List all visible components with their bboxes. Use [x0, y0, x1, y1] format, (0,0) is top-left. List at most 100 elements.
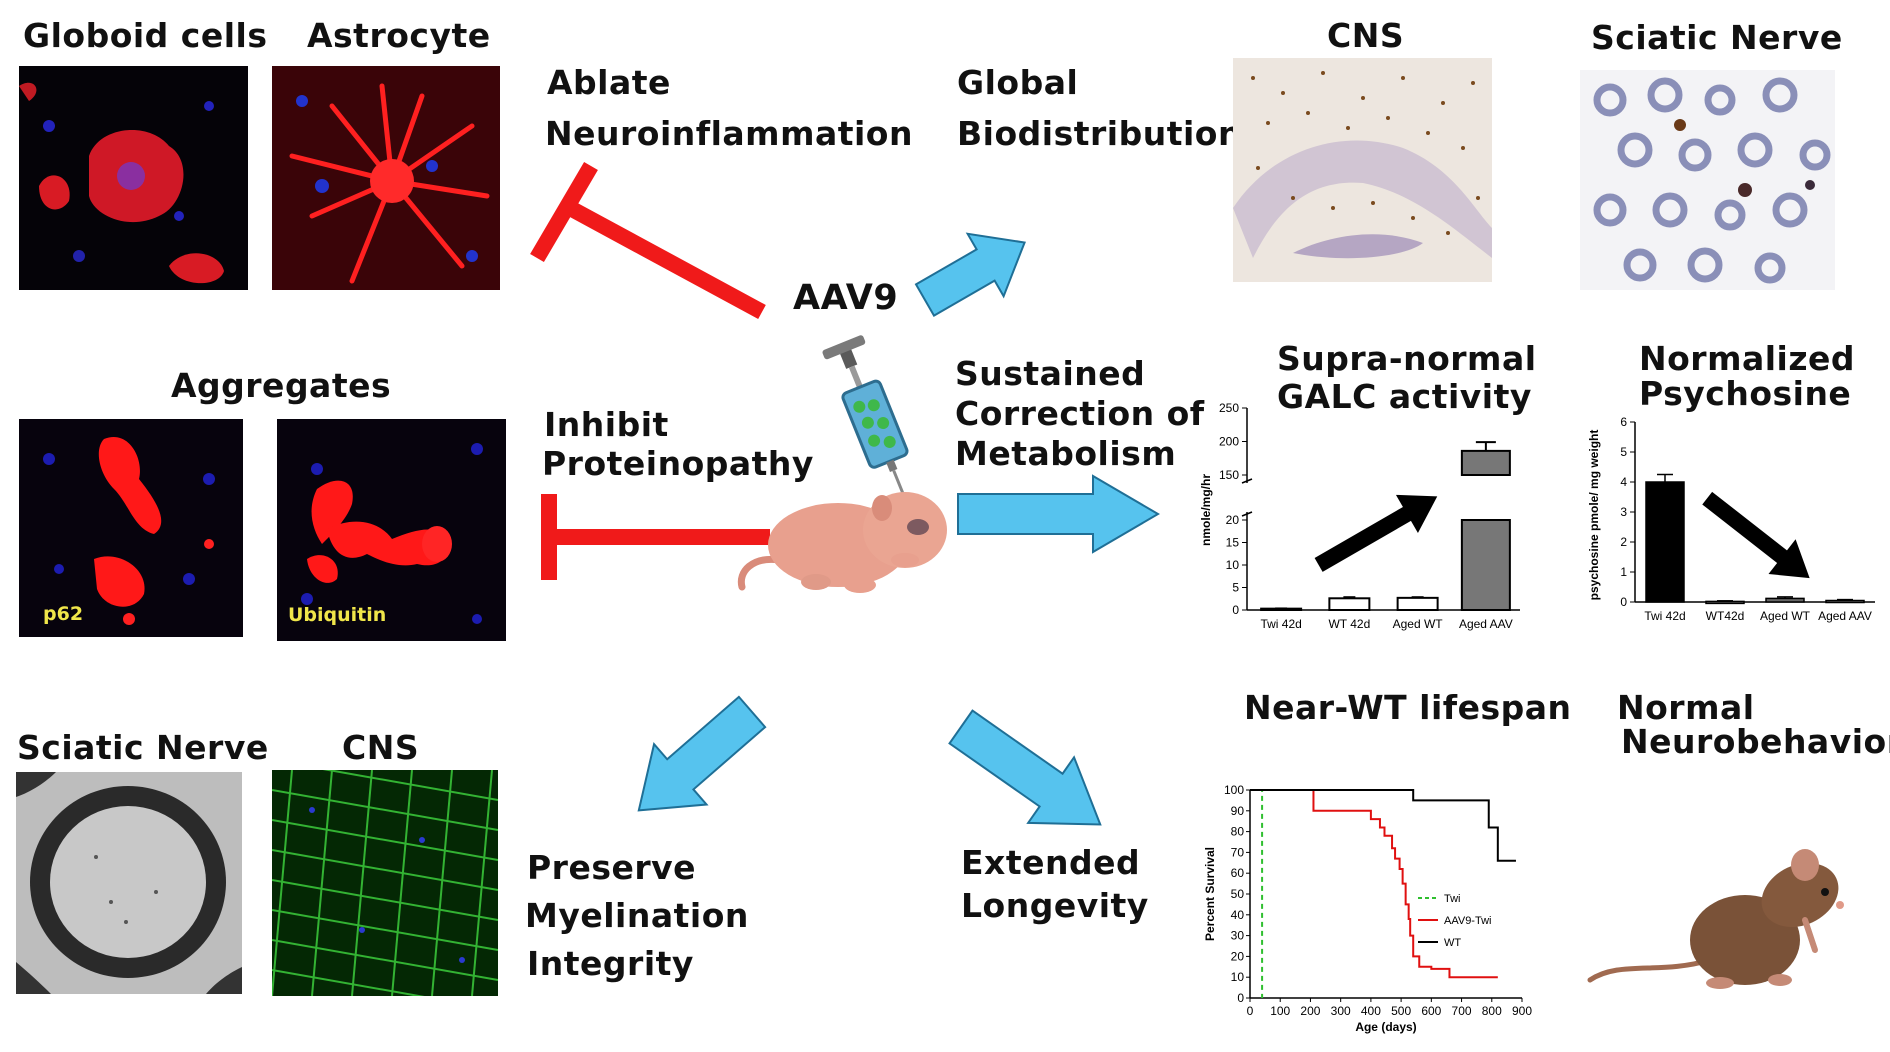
- surv-ytick-label: 50: [1231, 887, 1245, 901]
- surv-ytick-label: 60: [1231, 866, 1245, 880]
- p62-inset-label: p62: [43, 603, 84, 625]
- label-sciatic-nerve-top: Sciatic Nerve: [1591, 18, 1843, 57]
- surv-xtick-label: 0: [1247, 1004, 1254, 1018]
- psy-bar: [1645, 481, 1685, 603]
- psy-trend-down-arrow: [1702, 491, 1810, 579]
- psy-xtick-label: Twi 42d: [1644, 609, 1685, 623]
- surv-ytick-label: 100: [1224, 783, 1244, 797]
- arrow-preserve-myelination: [637, 695, 767, 812]
- galc-ytick-label: 5: [1232, 581, 1239, 595]
- label-extended: Extended: [961, 843, 1141, 882]
- psy-bar: [1765, 597, 1805, 603]
- galc-ytick-label: 200: [1219, 435, 1239, 449]
- inhibit-neuroinflammation-arrow: [530, 161, 766, 320]
- surv-y-axis-label: Percent Survival: [1203, 847, 1217, 941]
- label-biodistribution: Biodistribution: [957, 114, 1242, 153]
- label-ablate: Ablate: [547, 63, 671, 102]
- label-globoid-cells: Globoid cells: [23, 16, 268, 55]
- arrow-global-biodistribution: [914, 232, 1026, 317]
- surv-xtick-label: 400: [1361, 1004, 1381, 1018]
- label-preserve: Preserve: [527, 848, 697, 887]
- galc-ytick-label: 20: [1226, 513, 1240, 527]
- galc-bar-upper-segment: [1460, 449, 1511, 476]
- cns-biodistribution-image: [1233, 58, 1492, 282]
- ubiquitin-aggregates-image: Ubiquitin: [277, 419, 506, 641]
- surv-xtick-label: 300: [1331, 1004, 1351, 1018]
- surv-legend-label: WT: [1444, 937, 1461, 949]
- label-correction-of: Correction of: [955, 394, 1205, 433]
- psy-ytick-label: 2: [1620, 535, 1627, 549]
- label-global: Global: [957, 63, 1079, 102]
- label-neurobehavior: Neurobehavior: [1621, 722, 1890, 761]
- label-sustained: Sustained: [955, 354, 1146, 393]
- galc-ytick-label: 250: [1219, 401, 1239, 415]
- surv-ytick-label: 30: [1231, 929, 1245, 943]
- galc-bar: [1328, 597, 1371, 611]
- galc-ytick-label: 0: [1232, 603, 1239, 617]
- surv-series-line: [1250, 789, 1516, 862]
- psy-y-axis-label: psychosine pmole/ mg weight: [1587, 430, 1601, 601]
- galc-ytick-label: 150: [1219, 468, 1239, 482]
- galc-title-line2: GALC activity: [1277, 377, 1532, 416]
- p62-aggregates-image: p62: [19, 419, 243, 637]
- surv-xtick-label: 100: [1270, 1004, 1290, 1018]
- galc-y-axis-label: nmole/mg/hr: [1199, 474, 1213, 546]
- arrow-extended-longevity: [948, 709, 1102, 826]
- label-proteinopathy: Proteinopathy: [542, 444, 814, 483]
- galc-axis-break-lower: [1241, 511, 1253, 517]
- galc-xtick-label: Aged AAV: [1459, 617, 1513, 631]
- label-aggregates: Aggregates: [171, 366, 392, 405]
- adult-mouse-icon: [1587, 849, 1844, 989]
- psy-ytick-label: 6: [1620, 415, 1627, 429]
- label-normal: Normal: [1617, 688, 1755, 727]
- psychosine-title-line2: Psychosine: [1639, 374, 1852, 413]
- galc-axis-break-upper: [1241, 478, 1253, 484]
- inhibit-proteinopathy-arrow: [541, 494, 770, 580]
- surv-xtick-label: 700: [1452, 1004, 1472, 1018]
- surv-xtick-label: 800: [1482, 1004, 1502, 1018]
- cns-myelin-image: [272, 770, 498, 996]
- surv-legend-label: AAV9-Twi: [1444, 915, 1491, 927]
- surv-ytick-label: 0: [1237, 991, 1244, 1005]
- arrow-sustained-correction: [957, 474, 1160, 554]
- label-near-wt-lifespan: Near-WT lifespan: [1244, 688, 1572, 727]
- psy-ytick-label: 1: [1620, 565, 1627, 579]
- surv-xtick-label: 200: [1300, 1004, 1320, 1018]
- label-aav9: AAV9: [793, 278, 899, 318]
- surv-ytick-label: 80: [1231, 825, 1245, 839]
- psy-ytick-label: 3: [1620, 505, 1627, 519]
- label-metabolism: Metabolism: [955, 434, 1177, 473]
- psy-ytick-label: 5: [1620, 445, 1627, 459]
- galc-trend-up-arrow: [1314, 494, 1438, 572]
- label-sciatic-nerve-bottom: Sciatic Nerve: [17, 728, 269, 767]
- label-longevity: Longevity: [961, 886, 1149, 925]
- astrocyte-image: [272, 66, 500, 290]
- surv-xtick-label: 500: [1391, 1004, 1411, 1018]
- label-neuroinflammation: Neuroinflammation: [545, 114, 913, 153]
- psy-xtick-label: Aged AAV: [1818, 609, 1872, 623]
- psy-ytick-label: 0: [1620, 595, 1627, 609]
- galc-xtick-label: WT 42d: [1328, 617, 1370, 631]
- ubiquitin-inset-label: Ubiquitin: [288, 604, 387, 626]
- galc-xtick-label: Aged WT: [1393, 617, 1444, 631]
- surv-ytick-label: 90: [1231, 804, 1245, 818]
- sciatic-nerve-biodistribution-image: [1580, 70, 1835, 290]
- galc-title-line1: Supra-normal: [1277, 339, 1537, 378]
- surv-series-line: [1250, 789, 1498, 979]
- surv-xtick-label: 600: [1421, 1004, 1441, 1018]
- syringe-icon: [822, 335, 912, 513]
- surv-ytick-label: 70: [1231, 845, 1245, 859]
- galc-ytick-label: 10: [1226, 558, 1240, 572]
- psy-bar: [1705, 600, 1745, 605]
- label-inhibit: Inhibit: [544, 405, 669, 444]
- label-cns-bottom: CNS: [342, 728, 420, 767]
- globoid-cells-image: [19, 66, 248, 290]
- surv-ytick-label: 40: [1231, 908, 1245, 922]
- psy-xtick-label: Aged WT: [1760, 609, 1811, 623]
